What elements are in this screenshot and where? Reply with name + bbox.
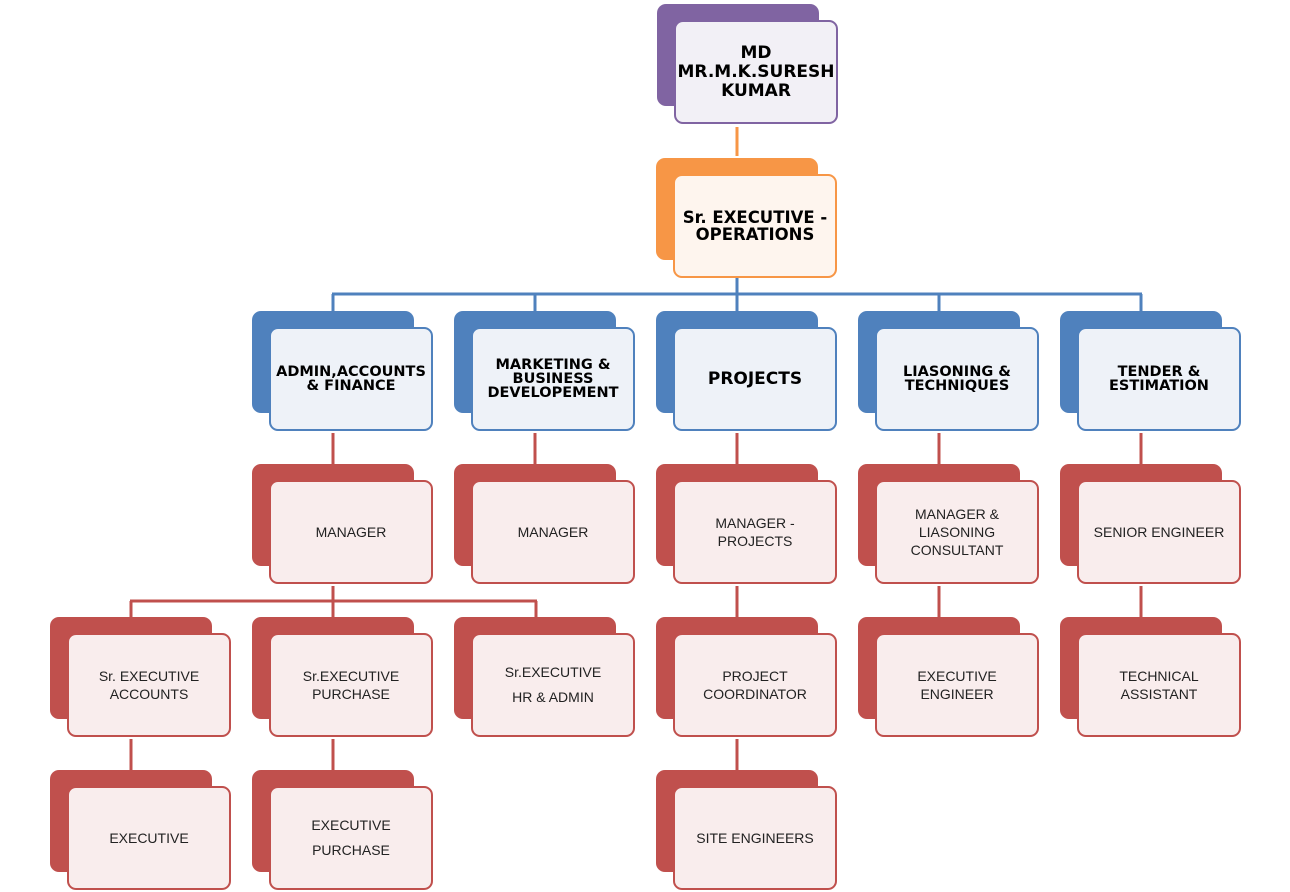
- node-manager-projects-label: MANAGER - PROJECTS: [673, 480, 837, 584]
- node-label-line: PROJECT: [722, 668, 788, 684]
- node-label-line: SENIOR ENGINEER: [1093, 524, 1225, 540]
- node-label-line: Sr.EXECUTIVE: [302, 668, 400, 684]
- node-label-line: EXECUTIVE: [109, 830, 189, 846]
- node-label-line: MANAGER: [517, 524, 589, 540]
- node-label-line: Sr.EXECUTIVE: [504, 664, 602, 680]
- node-site-engineers-label: SITE ENGINEERS: [673, 786, 837, 890]
- node-label-line: EXECUTIVE: [311, 817, 391, 833]
- node-label-line: LIASONING: [918, 524, 996, 540]
- node-label-line: & FINANCE: [306, 378, 396, 394]
- node-label-line: TENDER &: [1117, 364, 1201, 380]
- node-label-line: PURCHASE: [312, 686, 390, 702]
- node-label-line: ESTIMATION: [1109, 378, 1209, 394]
- node-label-line: CONSULTANT: [910, 542, 1004, 558]
- node-marketing-manager-label: MANAGER: [471, 480, 635, 584]
- node-label-line: MANAGER &: [914, 506, 999, 522]
- node-senior-engineer-label: SENIOR ENGINEER: [1077, 480, 1241, 584]
- node-liasoning-label: LIASONING &TECHNIQUES: [875, 327, 1039, 431]
- node-label-line: PROJECTS: [707, 369, 803, 389]
- node-executive-purchase-label: EXECUTIVE PURCHASE: [269, 786, 433, 890]
- node-executive-engineer-label: EXECUTIVE ENGINEER: [875, 633, 1039, 737]
- node-technical-assistant-label: TECHNICAL ASSISTANT: [1077, 633, 1241, 737]
- node-label-line: MANAGER - PROJECTS: [715, 515, 795, 549]
- node-label-line: TECHNICAL ASSISTANT: [1119, 668, 1199, 702]
- node-label-line: PURCHASE: [312, 842, 390, 858]
- node-label-line: KUMAR: [721, 80, 791, 101]
- node-label-line: OPERATIONS: [695, 225, 815, 244]
- node-label-line: ACCOUNTS: [109, 686, 189, 702]
- node-label-line: Sr. EXECUTIVE: [98, 668, 200, 684]
- node-label-line: SITE ENGINEERS: [696, 830, 814, 846]
- node-label-line: DEVELOPEMENT: [487, 385, 619, 401]
- node-label-line: TECHNIQUES: [904, 378, 1010, 394]
- node-label-line: MANAGER: [315, 524, 387, 540]
- node-projects-label: PROJECTS: [673, 327, 837, 431]
- node-admin-manager-label: MANAGER: [269, 480, 433, 584]
- node-label-line: MR.M.K.SURESH: [677, 61, 835, 82]
- node-label-line: LIASONING &: [903, 364, 1011, 380]
- node-sr-purchase-label: Sr.EXECUTIVE PURCHASE: [269, 633, 433, 737]
- node-label-line: HR & ADMIN: [512, 689, 594, 705]
- node-tender-label: TENDER &ESTIMATION: [1077, 327, 1241, 431]
- node-label-line: BUSINESS: [512, 371, 594, 387]
- node-label-line: MD: [740, 42, 772, 63]
- node-label-line: Sr. EXECUTIVE -: [682, 208, 828, 227]
- node-label-line: COORDINATOR: [703, 686, 807, 702]
- node-label-line: EXECUTIVE ENGINEER: [917, 668, 997, 702]
- node-manager-liasoning-label: MANAGER & LIASONING CONSULTANT: [875, 480, 1039, 584]
- node-sr-hr-label: Sr.EXECUTIVE HR & ADMIN: [471, 633, 635, 737]
- node-coordinator-label: PROJECT COORDINATOR: [673, 633, 837, 737]
- node-admin-label: ADMIN,ACCOUNTS& FINANCE: [269, 327, 433, 431]
- node-label-line: MARKETING &: [495, 357, 611, 373]
- node-executive-label: EXECUTIVE: [67, 786, 231, 890]
- node-operations-label: Sr. EXECUTIVE -OPERATIONS: [673, 174, 837, 278]
- node-label-line: ADMIN,ACCOUNTS: [276, 364, 426, 380]
- node-sr-accounts-label: Sr. EXECUTIVE ACCOUNTS: [67, 633, 231, 737]
